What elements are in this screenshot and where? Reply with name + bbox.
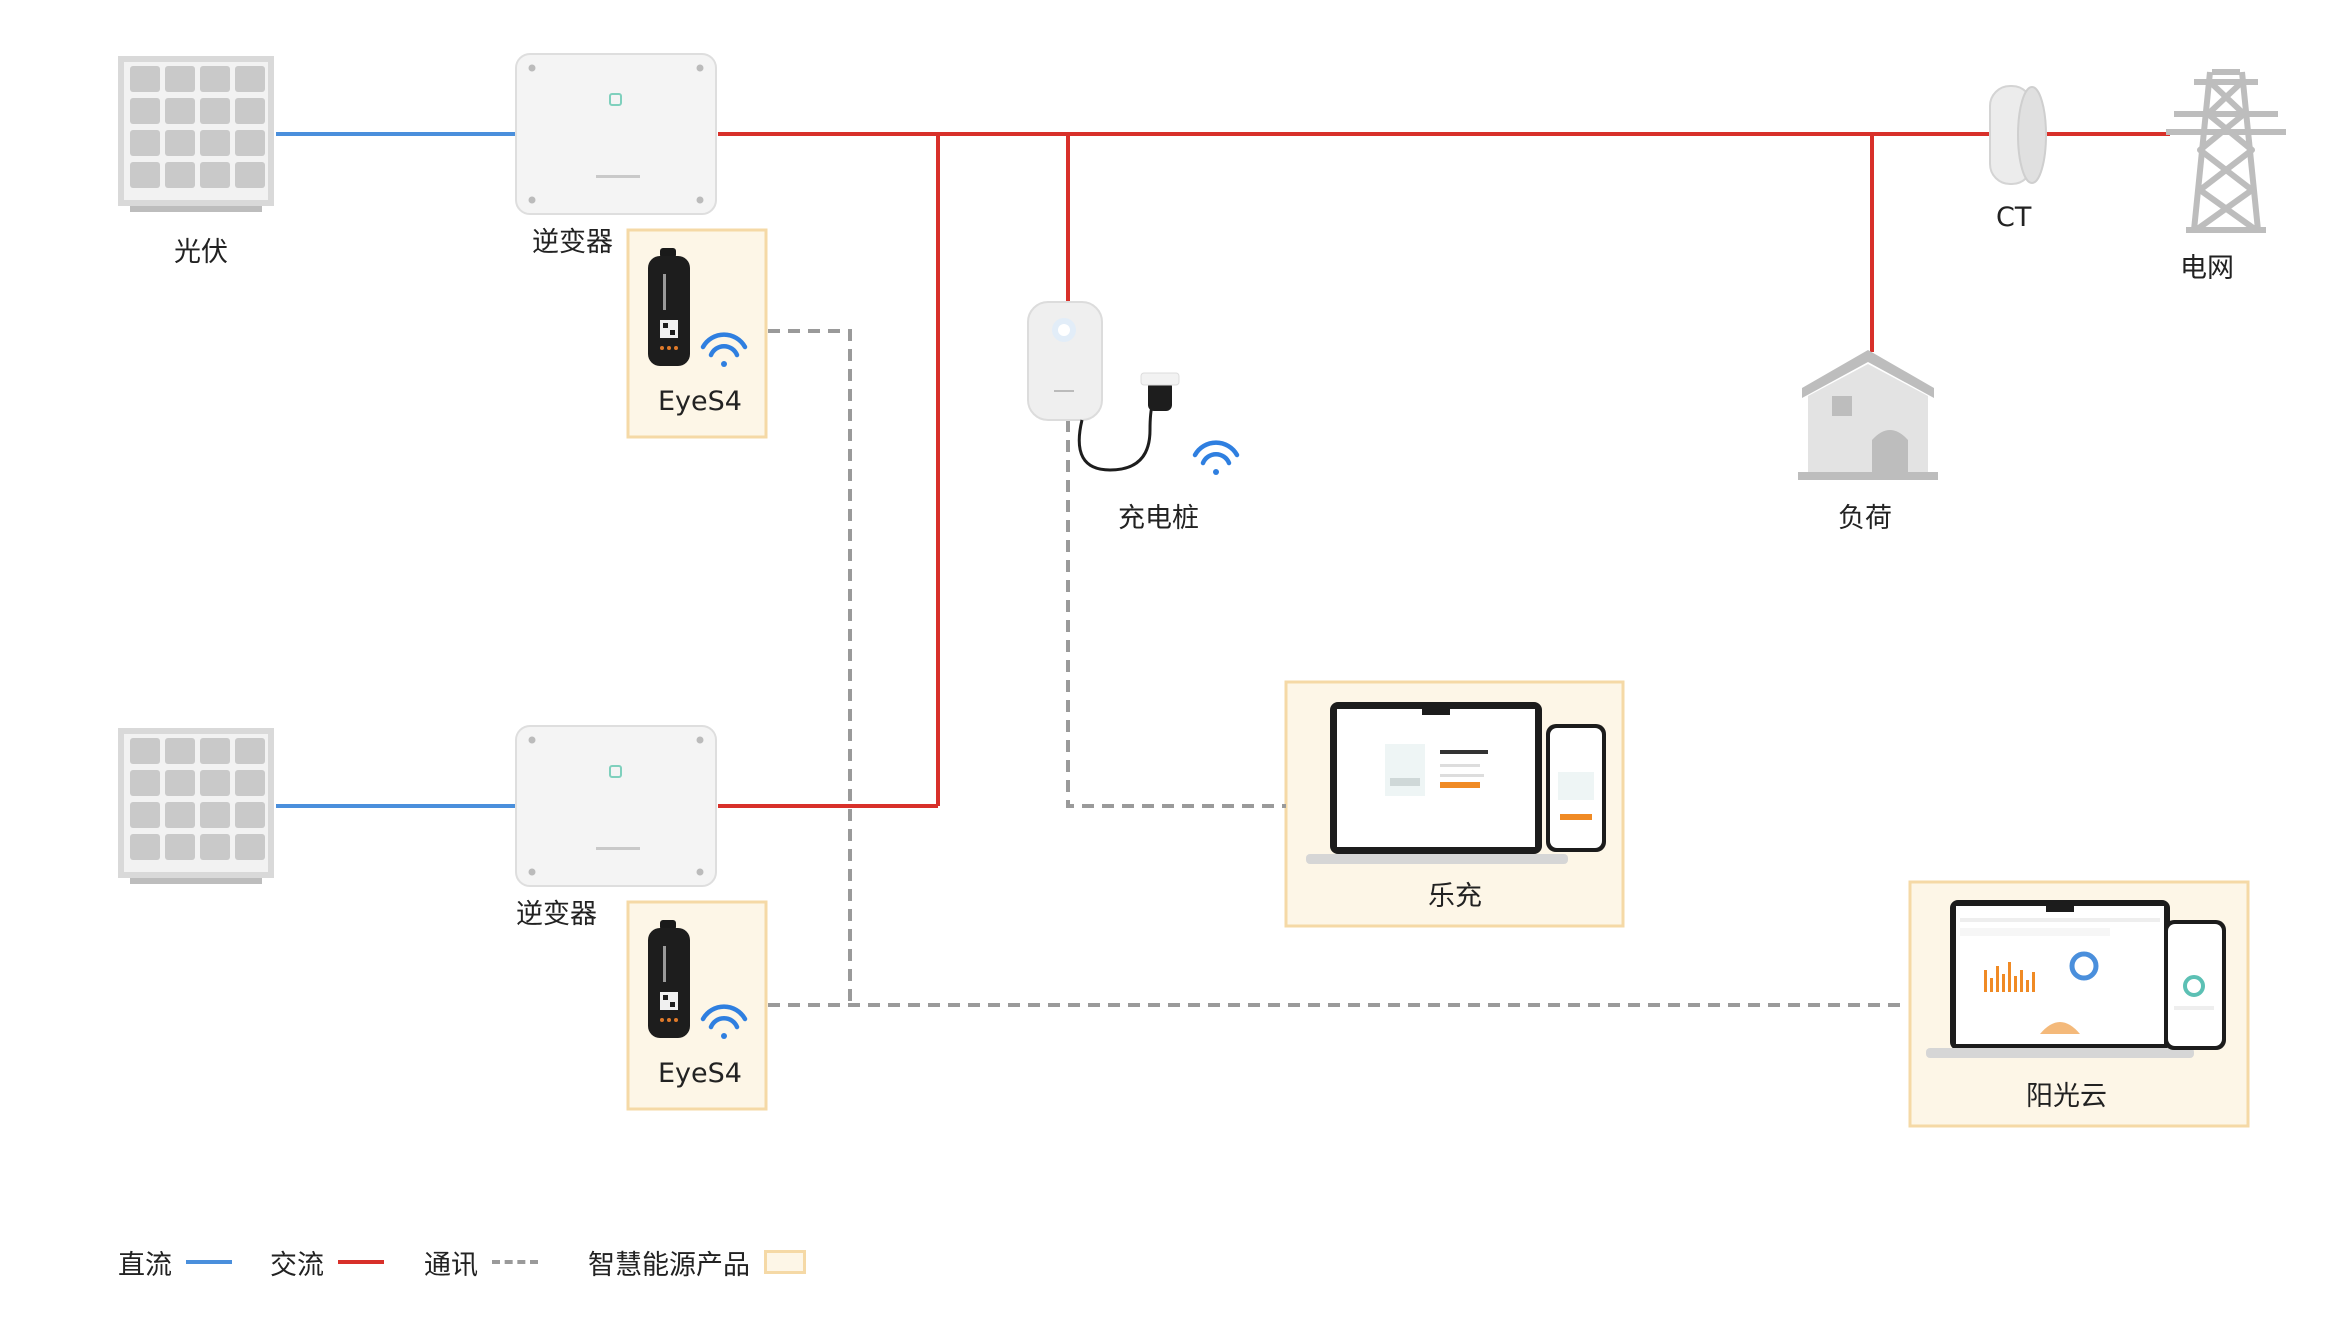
comm-lines — [768, 329, 1906, 1007]
lechong-app-screenshot — [1306, 702, 1606, 864]
wifi-icon — [700, 332, 748, 367]
house-icon — [1798, 350, 1938, 480]
charger-label: 充电桩 — [1118, 503, 1199, 534]
inverter-icon — [515, 53, 717, 215]
legend-smart-swatch — [764, 1250, 806, 1274]
legend-comm-swatch — [492, 1260, 538, 1264]
ev-charger-icon — [1027, 301, 1180, 472]
legend-comm-label: 通讯 — [424, 1249, 478, 1281]
pv-panel-icon — [118, 56, 274, 212]
isolarcloud-app-screenshot — [1926, 900, 2226, 1058]
legend-dc: 直流 — [118, 1242, 232, 1282]
legend-smart: 智慧能源产品 — [588, 1242, 806, 1282]
pv-panel-icon — [118, 728, 274, 884]
legend-comm: 通讯 — [424, 1242, 538, 1282]
transmission-tower-icon — [2166, 69, 2286, 233]
load-label: 负荷 — [1838, 503, 1892, 534]
wifi-icon — [1192, 440, 1240, 475]
legend-ac-swatch — [338, 1260, 384, 1264]
ct-label: CT — [1996, 202, 2032, 233]
wifi-icon — [700, 1004, 748, 1039]
eyes4-label: EyeS4 — [658, 386, 742, 417]
eyes4-label: EyeS4 — [658, 1058, 742, 1089]
inverter-icon — [515, 725, 717, 887]
eyes4-dongle-icon — [648, 248, 690, 366]
pv-label: 光伏 — [174, 237, 228, 268]
inverter-label: 逆变器 — [532, 227, 613, 258]
lechong-label: 乐充 — [1428, 881, 1482, 912]
legend-smart-label: 智慧能源产品 — [588, 1249, 750, 1281]
inverter-label: 逆变器 — [516, 899, 597, 930]
isolarcloud-label: 阳光云 — [2026, 1081, 2107, 1112]
legend-dc-swatch — [186, 1260, 232, 1264]
eyes4-dongle-icon — [648, 920, 690, 1038]
ac-lines — [718, 132, 2170, 808]
legend-ac: 交流 — [270, 1242, 384, 1282]
legend-dc-label: 直流 — [118, 1249, 172, 1281]
ct-icon — [1989, 85, 2047, 185]
legend-ac-label: 交流 — [270, 1249, 324, 1281]
dc-lines — [276, 132, 516, 808]
grid-label: 电网 — [2180, 253, 2234, 284]
